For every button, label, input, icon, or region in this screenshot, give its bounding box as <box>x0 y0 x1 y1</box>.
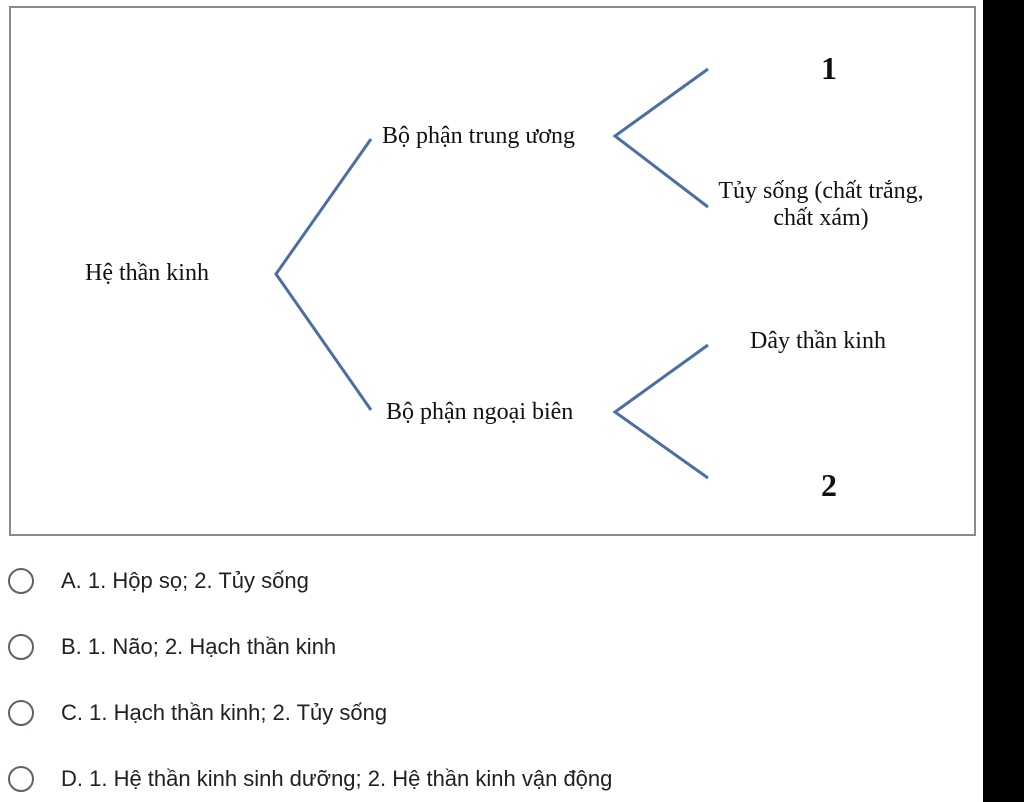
option-b-label: B. 1. Não; 2. Hạch thần kinh <box>61 634 337 659</box>
option-d[interactable]: D. 1. Hệ thần kinh sinh dưỡng; 2. Hệ thầ… <box>8 761 612 797</box>
connector-lines <box>274 67 709 480</box>
option-c-label: C. 1. Hạch thần kinh; 2. Tủy sống <box>61 700 388 725</box>
radio-c[interactable] <box>8 700 34 726</box>
option-c[interactable]: C. 1. Hạch thần kinh; 2. Tủy sống <box>8 695 387 731</box>
nervous-system-diagram: Hệ thần kinh Bộ phận trung ương Bộ phận … <box>9 6 976 536</box>
option-a[interactable]: A. 1. Hộp sọ; 2. Tủy sống <box>8 563 309 599</box>
peripheral-part-label: Bộ phận ngoại biên <box>386 399 574 425</box>
radio-a[interactable] <box>8 568 34 594</box>
central-connector <box>612 67 709 209</box>
nerves-label: Dây thần kinh <box>750 328 886 354</box>
option-a-label: A. 1. Hộp sọ; 2. Tủy sống <box>61 568 309 593</box>
spinal-cord-label: Tủy sống (chất trắng, chất xám) <box>718 178 924 231</box>
option-b[interactable]: B. 1. Não; 2. Hạch thần kinh <box>8 629 336 665</box>
radio-d[interactable] <box>8 766 34 792</box>
right-edge-bar <box>983 0 1024 802</box>
radio-b[interactable] <box>8 634 34 660</box>
option-d-label: D. 1. Hệ thần kinh sinh dưỡng; 2. Hệ thầ… <box>61 766 613 791</box>
blank-2-label: 2 <box>821 467 837 503</box>
root-label: Hệ thần kinh <box>85 260 209 286</box>
peripheral-connector <box>612 343 709 480</box>
root-connector <box>274 138 373 411</box>
central-part-label: Bộ phận trung ương <box>382 123 576 149</box>
blank-1-label: 1 <box>821 50 837 86</box>
